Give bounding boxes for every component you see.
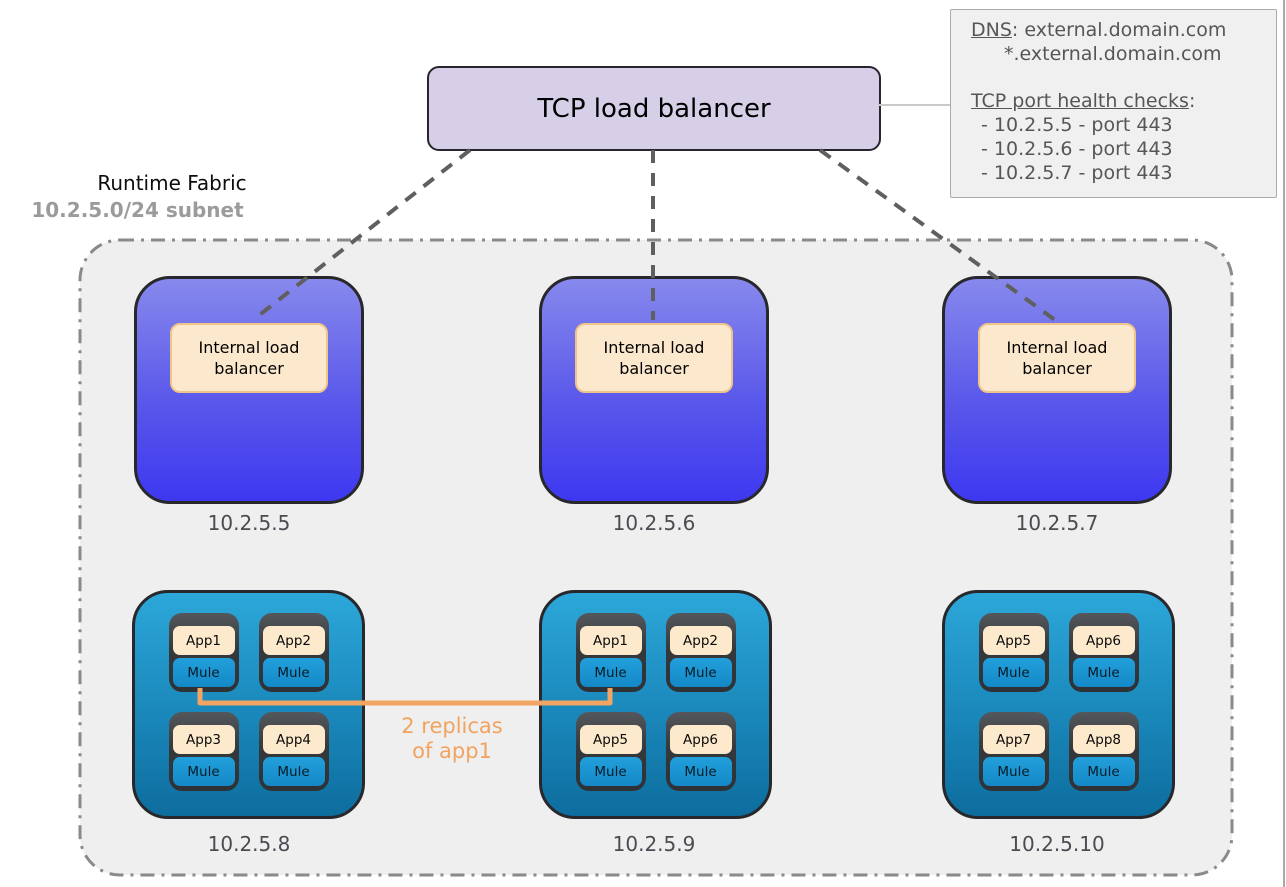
app-box: App4 — [262, 725, 325, 754]
health-check-title: TCP port health checks — [971, 90, 1189, 112]
app-box: App6 — [669, 725, 732, 754]
ip-label: 10.2.5.10 — [1009, 832, 1105, 856]
mule-box: Mule — [262, 757, 325, 786]
app-box: App6 — [1072, 626, 1135, 655]
app-box: App2 — [262, 626, 325, 655]
internal-load-balancer-box: Internal load balancer — [170, 323, 328, 393]
ip-label: 10.2.5.7 — [1015, 511, 1099, 535]
tcp-load-balancer-label: TCP load balancer — [537, 93, 771, 124]
mule-box: Mule — [669, 658, 732, 687]
dns-info-box: DNS: external.domain.com *.external.doma… — [950, 9, 1277, 198]
health-check-title-line: TCP port health checks: — [971, 90, 1196, 112]
app-container: App5 Mule — [978, 613, 1049, 692]
dns-wildcard: *.external.domain.com — [1004, 43, 1222, 65]
app-container: App2 Mule — [258, 613, 329, 692]
app-container: App4 Mule — [258, 712, 329, 791]
dns-line: DNS: external.domain.com — [971, 19, 1227, 41]
page-edge-line — [1283, 0, 1285, 887]
ip-label: 10.2.5.8 — [207, 832, 291, 856]
app-container: App3 Mule — [168, 712, 239, 791]
app-node-10-2-5-9: App1 Mule App2 Mule App5 Mule App6 Mule — [539, 590, 772, 819]
app-box: App5 — [579, 725, 642, 754]
mule-box: Mule — [172, 658, 235, 687]
app-box: App8 — [1072, 725, 1135, 754]
dns-term: DNS — [971, 19, 1012, 41]
health-check-item: - 10.2.5.5 - port 443 — [981, 114, 1173, 136]
app-node-10-2-5-10: App5 Mule App6 Mule App7 Mule App8 Mule — [942, 590, 1175, 819]
mule-box: Mule — [982, 658, 1045, 687]
app-container: App1 Mule — [168, 613, 239, 692]
mule-box: Mule — [579, 757, 642, 786]
app-container: App2 Mule — [665, 613, 736, 692]
lb-node-10-2-5-7: Internal load balancer — [942, 276, 1172, 504]
info-spacer — [971, 66, 1276, 89]
app-container: App6 Mule — [1068, 613, 1139, 692]
app-node-10-2-5-8: App1 Mule App2 Mule App3 Mule App4 Mule — [132, 590, 365, 819]
lb-node-10-2-5-5: Internal load balancer — [134, 276, 364, 504]
runtime-fabric-title: Runtime Fabric — [97, 171, 247, 195]
mule-box: Mule — [1072, 658, 1135, 687]
internal-load-balancer-box: Internal load balancer — [575, 323, 733, 393]
app-box: App1 — [172, 626, 235, 655]
app-box: App1 — [579, 626, 642, 655]
replica-note: 2 replicas of app1 — [401, 714, 503, 763]
ip-label: 10.2.5.5 — [207, 511, 291, 535]
app-container: App7 Mule — [978, 712, 1049, 791]
app-container: App8 Mule — [1068, 712, 1139, 791]
mule-box: Mule — [262, 658, 325, 687]
ip-label: 10.2.5.6 — [612, 511, 696, 535]
mule-box: Mule — [1072, 757, 1135, 786]
internal-load-balancer-box: Internal load balancer — [978, 323, 1136, 393]
mule-box: Mule — [172, 757, 235, 786]
ip-label: 10.2.5.9 — [612, 832, 696, 856]
health-check-item: - 10.2.5.6 - port 443 — [981, 138, 1173, 160]
app-container: App1 Mule — [575, 613, 646, 692]
app-box: App5 — [982, 626, 1045, 655]
app-box: App2 — [669, 626, 732, 655]
tcp-load-balancer-box: TCP load balancer — [427, 66, 881, 151]
mule-box: Mule — [669, 757, 732, 786]
app-container: App5 Mule — [575, 712, 646, 791]
mule-box: Mule — [982, 757, 1045, 786]
app-box: App7 — [982, 725, 1045, 754]
lb-node-10-2-5-6: Internal load balancer — [539, 276, 769, 504]
health-check-item: - 10.2.5.7 - port 443 — [981, 162, 1173, 184]
app-box: App3 — [172, 725, 235, 754]
subnet-label: 10.2.5.0/24 subnet — [31, 198, 244, 222]
app-container: App6 Mule — [665, 712, 736, 791]
dns-value: external.domain.com — [1024, 19, 1227, 41]
mule-box: Mule — [579, 658, 642, 687]
